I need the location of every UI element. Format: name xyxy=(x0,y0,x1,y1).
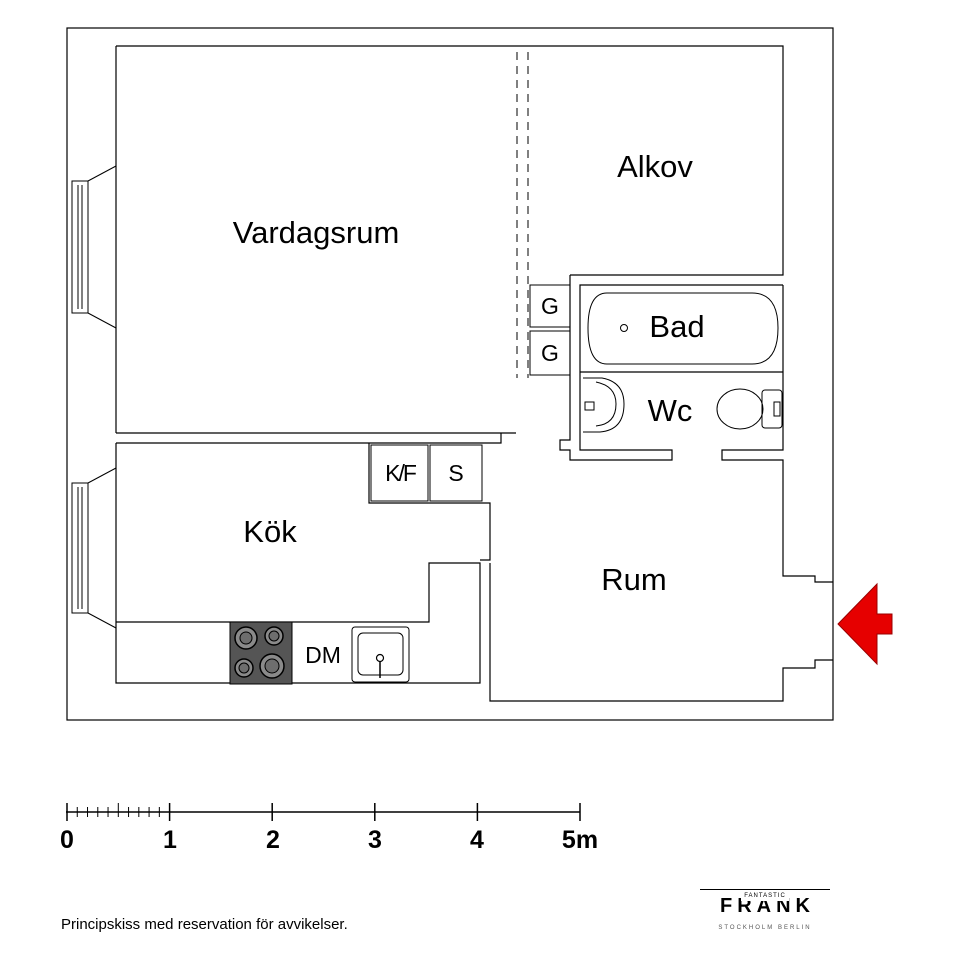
logo-cities: STOCKHOLM BERLIN xyxy=(718,925,812,931)
window-upper xyxy=(71,165,117,329)
entrance-arrow-icon xyxy=(837,582,893,666)
brand-logo: FANTASTIC FRANK STOCKHOLM BERLIN xyxy=(700,884,830,931)
room-label-rum: Rum xyxy=(601,562,666,597)
fixture-label-garderob-1: G xyxy=(541,293,559,319)
sink-icon xyxy=(351,626,410,683)
room-label-vardagsrum: Vardagsrum xyxy=(233,215,400,250)
outer-boundary xyxy=(66,27,834,721)
bathtub-icon xyxy=(587,292,779,365)
scale-label-2: 2 xyxy=(266,826,280,854)
scale-label-1: 1 xyxy=(163,826,177,854)
toilet-icon xyxy=(716,388,783,430)
room-label-kok: Kök xyxy=(243,514,297,549)
wardrobe-box-2 xyxy=(529,330,571,376)
fridge-freezer-box xyxy=(370,444,429,502)
stove-icon xyxy=(229,621,293,685)
room-label-wc: Wc xyxy=(648,393,693,428)
wardrobe-box-1 xyxy=(529,284,571,328)
logo-rule: FANTASTIC xyxy=(700,884,830,901)
scale-label-3: 3 xyxy=(368,826,382,854)
logo-tagline: FANTASTIC xyxy=(741,891,789,901)
fixture-label-diskmaskin: DM xyxy=(305,642,341,668)
fixture-label-garderob-2: G xyxy=(541,340,559,366)
window-lower xyxy=(71,467,117,629)
scale-label-0: 0 xyxy=(60,826,74,854)
fixture-label-skafferi: S xyxy=(448,460,463,486)
scale-label-4: 4 xyxy=(470,826,484,854)
washbasin-icon xyxy=(583,377,625,433)
scale-label-5: 5m xyxy=(562,826,598,854)
fixture-label-kyl-frys: K/F xyxy=(385,460,417,486)
room-label-alkov: Alkov xyxy=(617,149,693,184)
interior-walls xyxy=(115,45,833,702)
pantry-box xyxy=(429,444,483,502)
scale-bar: 0 1 2 3 4 5m xyxy=(60,803,598,854)
disclaimer-text: Principskiss med reservation för avvikel… xyxy=(61,916,348,933)
room-label-bad: Bad xyxy=(649,309,704,344)
